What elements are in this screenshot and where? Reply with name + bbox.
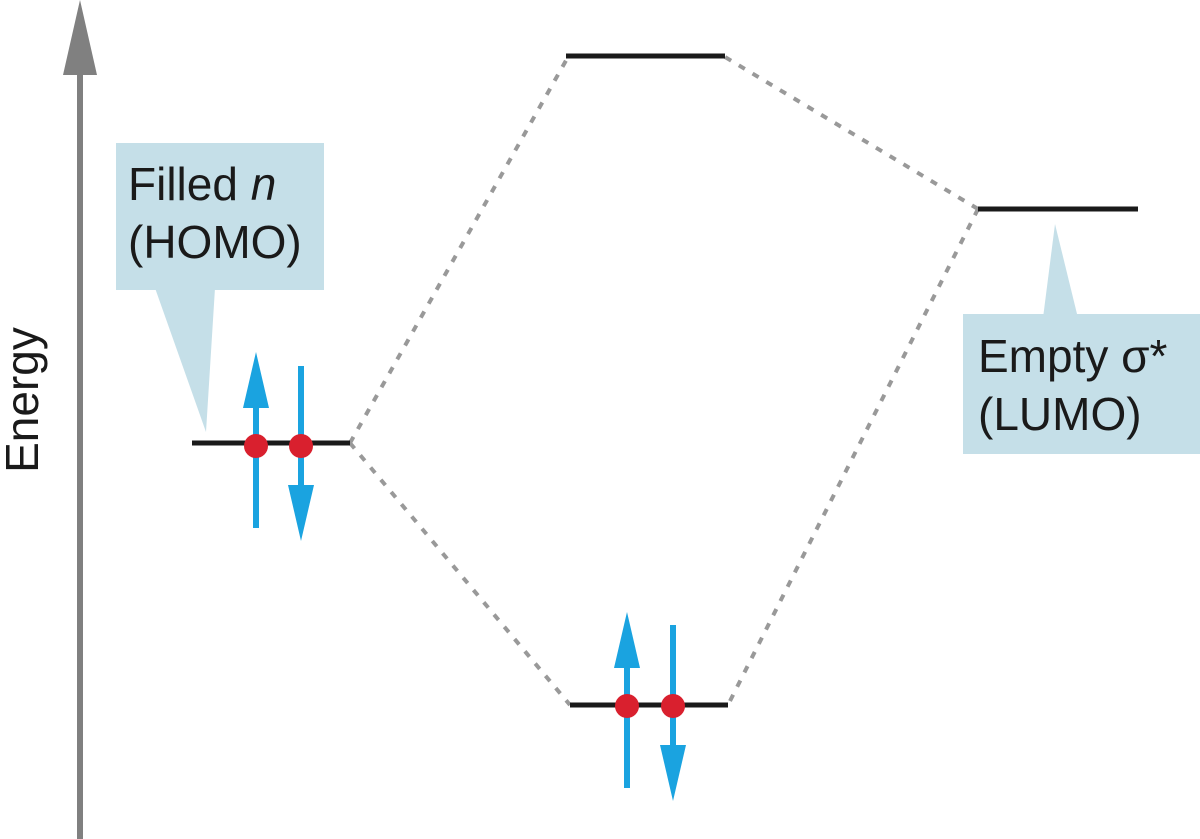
homo-callout-box <box>116 143 324 290</box>
spin-down-arrowhead-icon <box>288 485 314 541</box>
electron-dot <box>244 434 268 458</box>
connector-homo-to-antibonding <box>348 56 570 444</box>
homo-callout-line1: Filled n <box>128 158 276 210</box>
homo-callout-pointer <box>155 288 215 432</box>
dashed-connectors <box>348 55 980 707</box>
homo-callout-symbol: n <box>251 158 277 210</box>
energy-axis: Energy <box>0 0 97 839</box>
homo-callout-line2: (HOMO) <box>128 216 302 268</box>
lumo-callout: Empty σ* (LUMO) <box>963 224 1200 454</box>
connector-lumo-to-antibonding <box>723 55 980 211</box>
connector-lumo-to-bonding <box>726 208 980 706</box>
electron-dot <box>289 434 313 458</box>
energy-levels <box>192 53 1138 708</box>
lumo-callout-line2: (LUMO) <box>978 388 1142 440</box>
spin-down-arrowhead-icon <box>660 745 686 801</box>
energy-axis-label: Energy <box>0 327 48 473</box>
homo-callout: Filled n (HOMO) <box>116 143 324 432</box>
lumo-callout-line1: Empty σ* <box>978 330 1168 382</box>
bonding-electrons <box>614 612 686 801</box>
connector-homo-to-bonding <box>348 441 572 707</box>
electron-dot <box>615 694 639 718</box>
homo-callout-prefix: Filled <box>128 158 251 210</box>
spin-up-arrowhead-icon <box>243 352 269 408</box>
spin-up-arrowhead-icon <box>614 612 640 668</box>
homo-electrons <box>243 352 314 541</box>
electron-dot <box>661 694 685 718</box>
lumo-callout-box <box>963 314 1200 454</box>
lumo-callout-pointer <box>1043 224 1078 318</box>
energy-axis-arrowhead-icon <box>63 0 97 75</box>
